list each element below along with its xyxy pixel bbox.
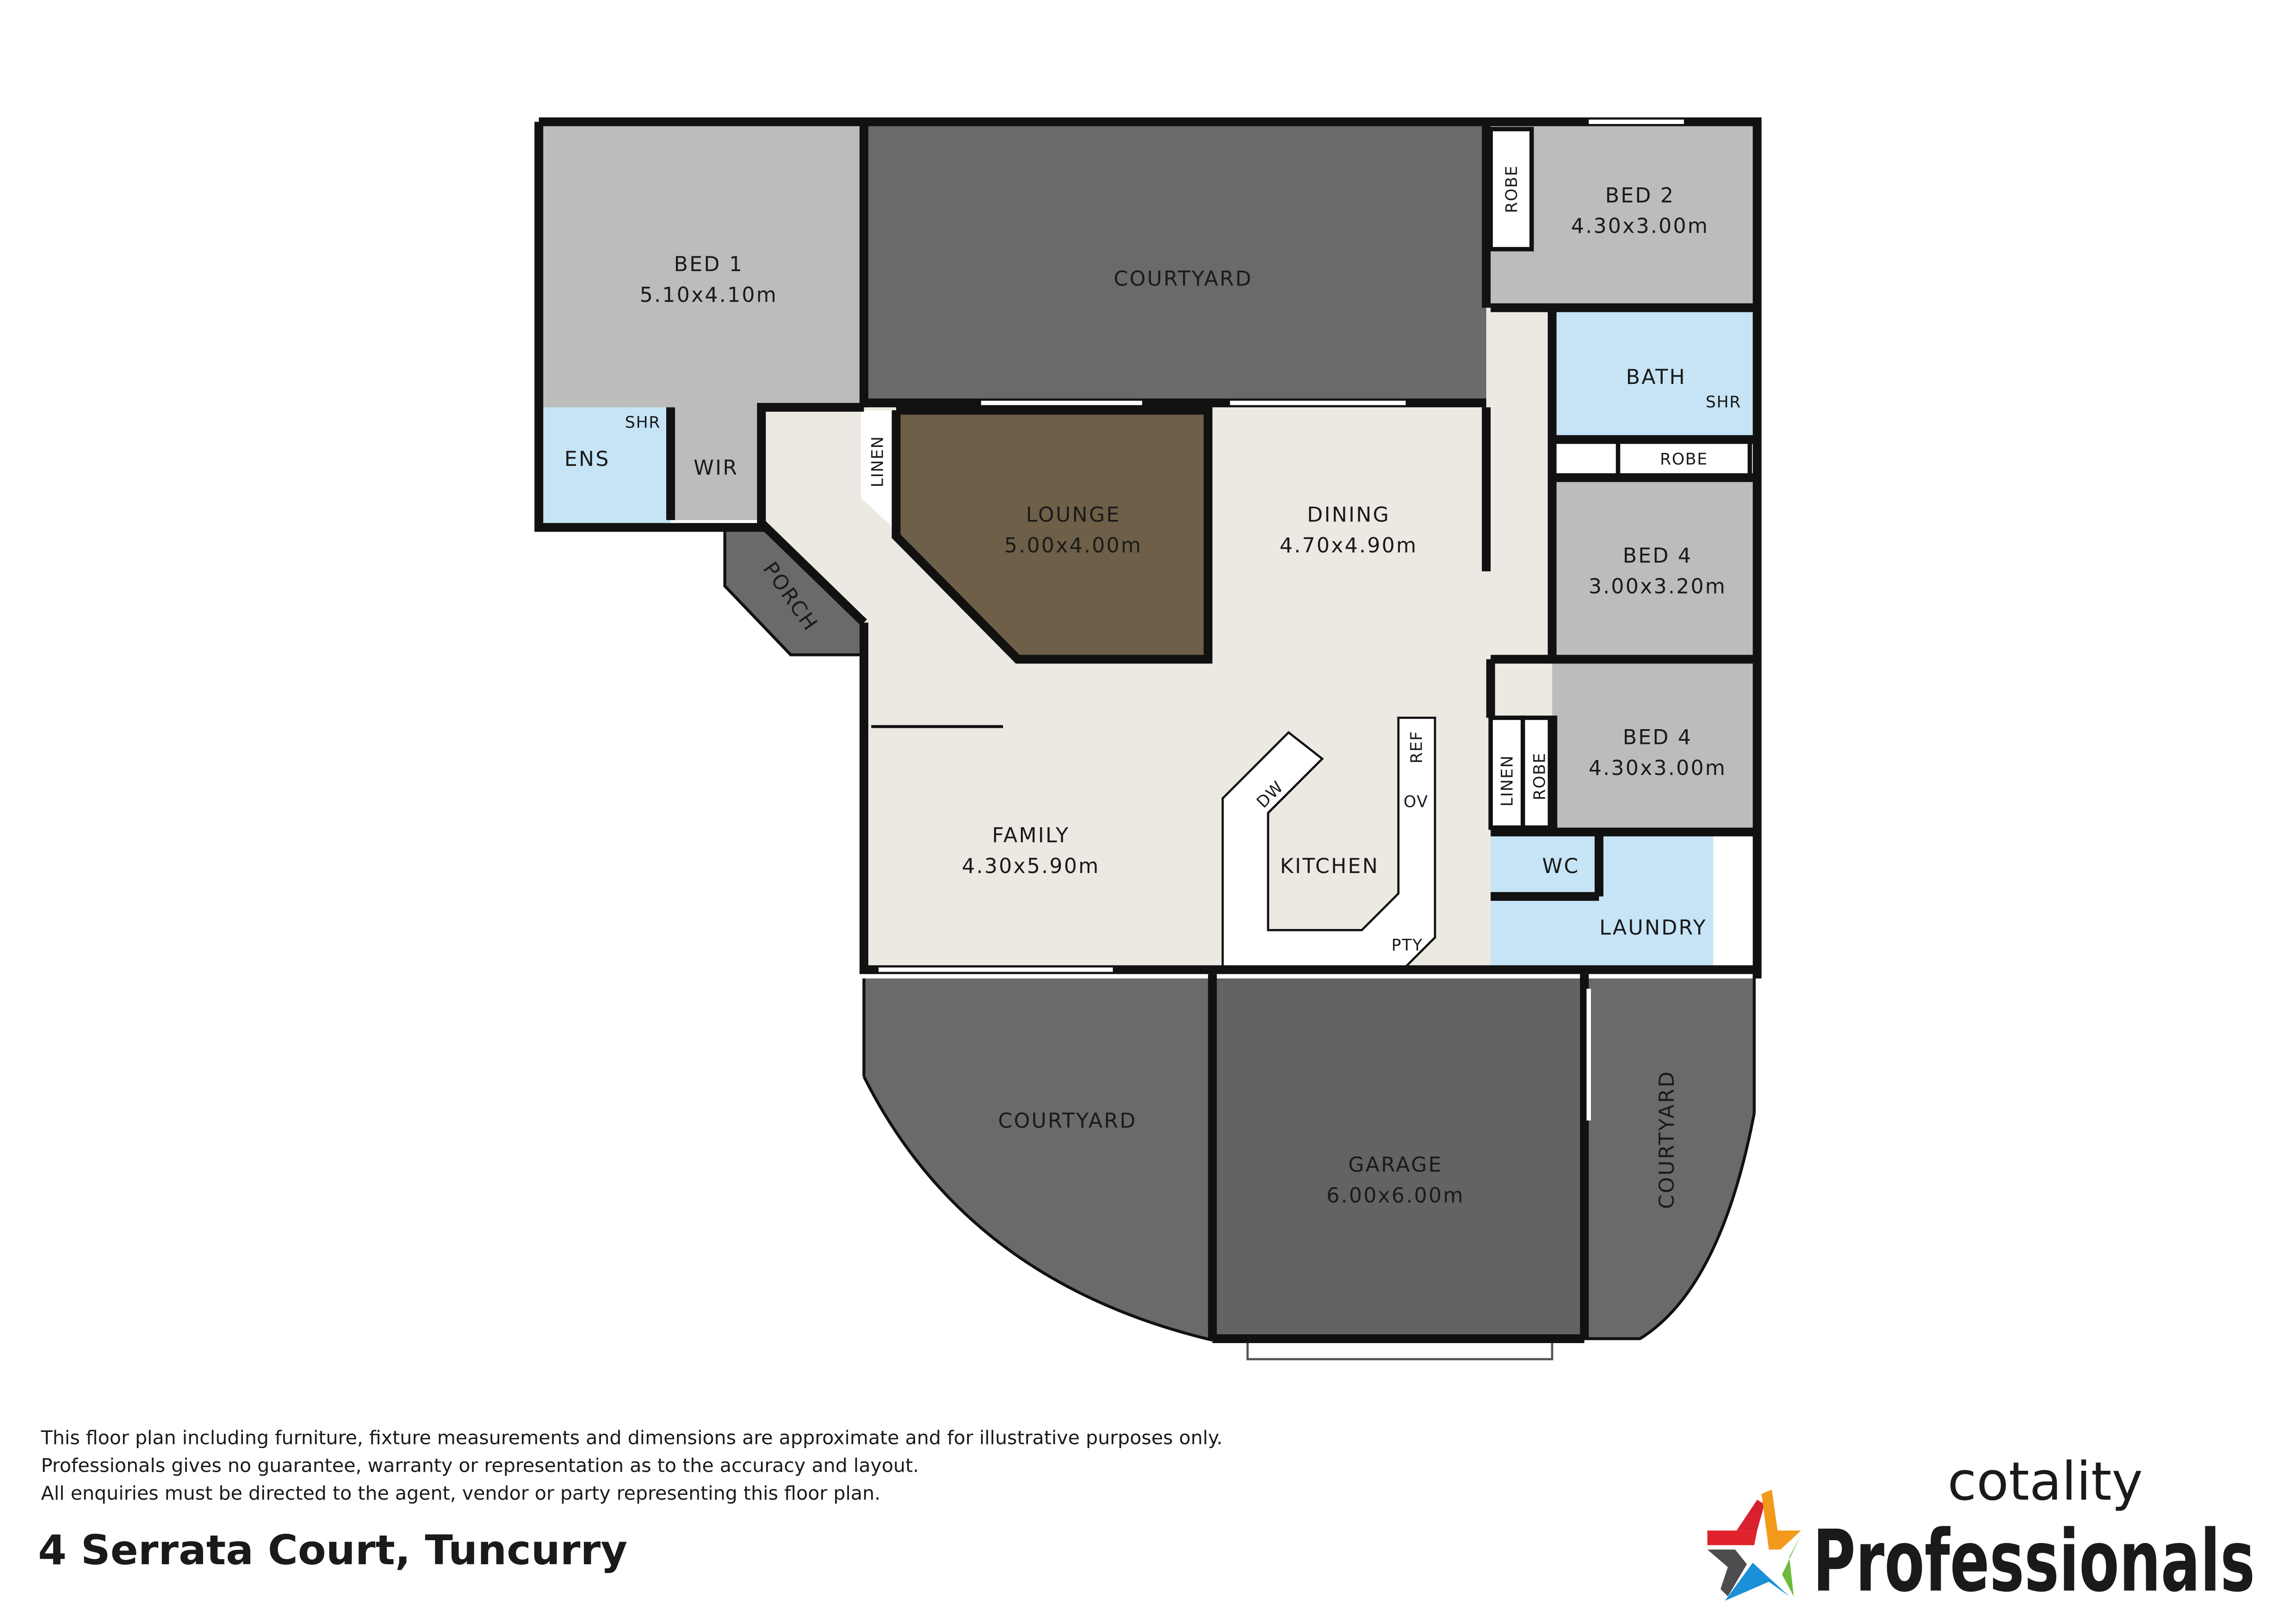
dining-label: DINING [1307,503,1390,527]
linen-right-label: LINEN [1498,755,1517,807]
garage-label: GARAGE [1348,1153,1442,1177]
bed4a-size: 3.00x3.20m [1589,575,1727,598]
laundry-label: LAUNDRY [1599,916,1707,940]
lounge-size: 5.00x4.00m [1004,534,1142,558]
star-icon [1707,1489,1801,1601]
disclaimer-line-1: This floor plan including furniture, fix… [41,1426,1223,1449]
garage-size: 6.00x6.00m [1326,1184,1464,1208]
bed2-size: 4.30x3.00m [1571,215,1709,238]
kitchen-label: KITCHEN [1280,855,1379,878]
disclaimer: This floor plan including furniture, fix… [41,1426,1223,1504]
bath-label: BATH [1626,365,1686,389]
bed4b-floor [1552,662,1754,829]
dining-size: 4.70x4.90m [1280,534,1417,558]
family-label: FAMILY [992,824,1070,847]
cotality-watermark: cotality [1948,1451,2143,1512]
garage-floor [1215,978,1584,1339]
bath-floor [1552,310,1754,437]
ref-label: REF [1407,731,1426,763]
bed1-label: BED 1 [674,253,744,276]
linen-right-floor [1488,715,1525,830]
courtyard-left-floor [864,978,1213,1340]
ov-label: OV [1404,793,1429,812]
walls [534,117,1762,1343]
bed4a-label: BED 4 [1623,544,1693,568]
bed1-floor [542,124,864,408]
courtyard-right-label: COURTYARD [1655,1070,1679,1209]
linen-left-label: LINEN [869,436,887,488]
pty-label: PTY [1392,936,1423,955]
ens-shr-label: SHR [625,414,661,432]
disclaimer-line-2: Professionals gives no guarantee, warran… [41,1454,919,1476]
bed1-size: 5.10x4.10m [640,284,778,307]
linen-left-floor [861,410,897,531]
courtyard-top-floor [864,124,1486,403]
ens-label: ENS [564,447,610,471]
room-labels: BED 1 5.10x4.10m COURTYARD BED 2 4.30x3.… [564,165,1741,1209]
courtyard-left-label: COURTYARD [998,1109,1137,1133]
professionals-logo: cotality Professionals [1707,1451,2255,1611]
lounge-floor [896,410,1208,659]
robe-bed2-label: ROBE [1503,165,1521,213]
robe-right-label: ROBE [1530,752,1549,800]
family-size: 4.30x5.90m [962,855,1100,878]
courtyard-top-label: COURTYARD [1114,267,1252,291]
ens-floor [542,407,671,525]
wir-label: WIR [693,456,738,480]
bath-shr-label: SHR [1706,393,1741,411]
laundry-white [1713,835,1754,974]
wc-label: WC [1542,855,1580,878]
room-fills [542,124,1754,1361]
bed2-floor [1491,124,1754,308]
bed4b-size: 4.30x3.00m [1589,756,1727,780]
bed4a-floor [1552,480,1754,657]
brand-name: Professionals [1813,1512,2255,1611]
bed2-label: BED 2 [1605,184,1675,207]
robe-mid-label: ROBE [1660,450,1708,469]
lounge-label: LOUNGE [1026,503,1121,527]
wir-floor [670,407,761,520]
disclaimer-line-3: All enquiries must be directed to the ag… [41,1482,881,1505]
property-address: 4 Serrata Court, Tuncurry [38,1526,627,1574]
bed4b-label: BED 4 [1623,725,1693,749]
